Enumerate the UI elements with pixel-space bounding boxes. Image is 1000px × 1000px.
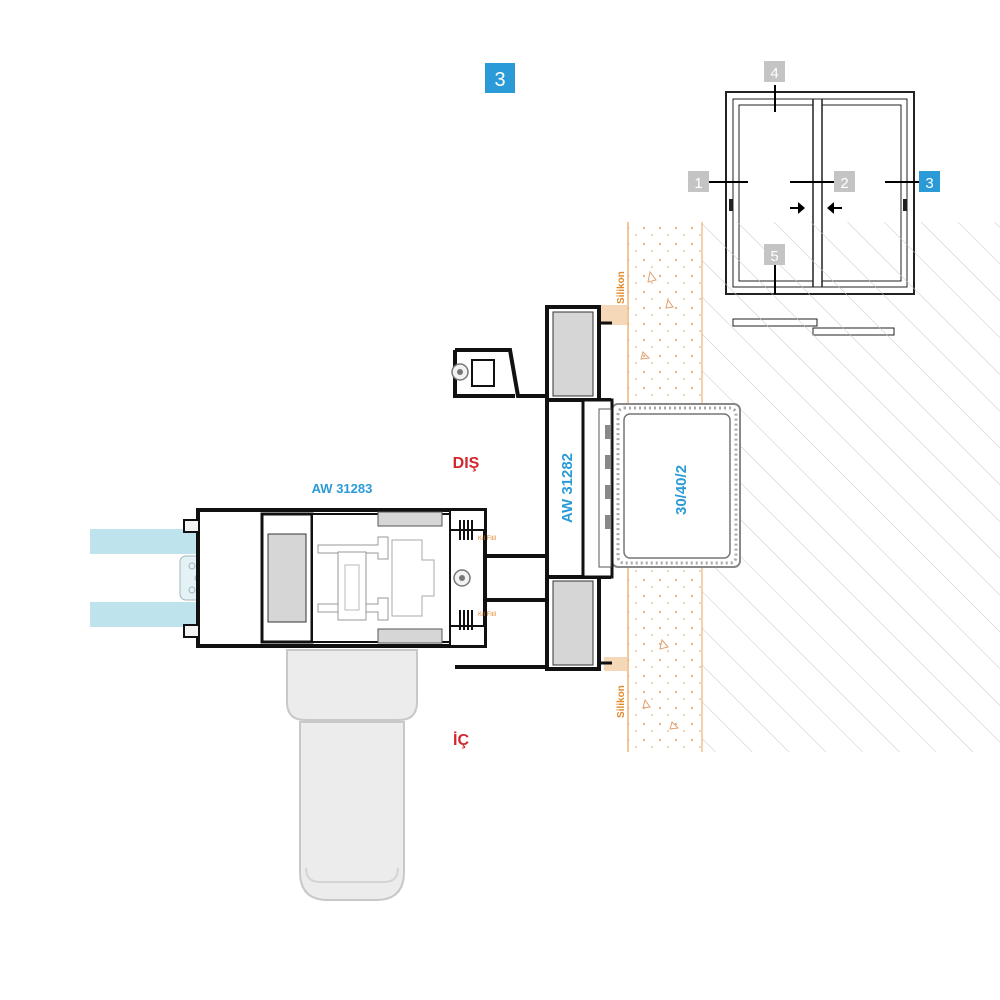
tube-label: 30/40/2 xyxy=(673,465,690,515)
brush-top-label: Kıl Fitil xyxy=(478,536,496,542)
detail-badge-label: 3 xyxy=(494,69,505,91)
marker-3-label: 3 xyxy=(925,175,933,192)
brush-bottom-label: Kıl Fitil xyxy=(478,612,496,618)
key-plan-marker-2: 2 xyxy=(834,171,855,192)
handle-assembly xyxy=(286,649,418,901)
sash-profile: AW 31283 Kıl Fitil Kıl Fitil xyxy=(183,481,547,669)
upper-flange-profile xyxy=(451,348,548,398)
detail-badge: 3 xyxy=(485,63,515,93)
silicone-bottom-label: Silikon xyxy=(616,685,627,718)
inside-label: İÇ xyxy=(453,731,469,749)
key-plan-marker-1: 1 xyxy=(688,171,709,192)
arrow-right-icon xyxy=(790,202,805,214)
wall-section xyxy=(701,222,1000,752)
steel-tube: 30/40/2 xyxy=(611,403,741,568)
outside-label: DIŞ xyxy=(453,455,480,472)
marker-1-label: 1 xyxy=(694,175,702,192)
arrow-left-icon xyxy=(827,202,842,214)
silicone-top-label: Silikon xyxy=(616,271,627,304)
silicone-top: Silikon xyxy=(600,271,628,325)
silicone-bottom: Silikon xyxy=(604,657,628,718)
sash-profile-label: AW 31283 xyxy=(312,481,373,496)
handle-right-icon xyxy=(903,199,907,211)
frame-profile: AW 31282 xyxy=(545,305,614,671)
marker-2-label: 2 xyxy=(840,175,848,192)
frame-profile-label: AW 31282 xyxy=(559,453,576,523)
handle-left-icon xyxy=(729,199,733,211)
key-plan-marker-3: 3 xyxy=(919,171,940,192)
marker-4-label: 4 xyxy=(770,65,778,82)
key-plan-marker-4: 4 xyxy=(764,61,785,82)
